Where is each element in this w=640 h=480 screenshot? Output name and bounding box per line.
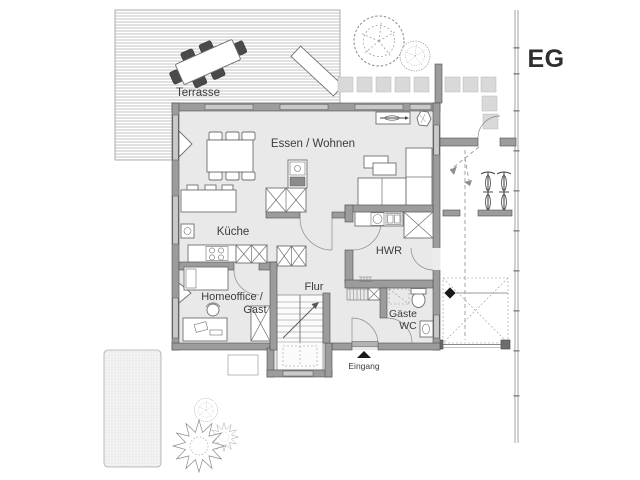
window-east-wc bbox=[433, 314, 440, 339]
cooktop bbox=[205, 246, 229, 261]
entrance-arrow-icon bbox=[357, 351, 371, 358]
utility-tall-cabinet bbox=[403, 211, 434, 239]
living-room-furniture bbox=[357, 110, 433, 206]
kitchen-tall-cabinet bbox=[265, 187, 307, 213]
stepping-stones bbox=[337, 76, 499, 130]
room-label-wc-1: Gäste bbox=[389, 308, 417, 320]
carport-post bbox=[500, 339, 511, 350]
outdoor-dining-set bbox=[169, 39, 247, 88]
path-arrowhead bbox=[450, 166, 457, 175]
room-label-kitchen: Küche bbox=[217, 226, 250, 238]
utility-sink bbox=[385, 213, 402, 225]
room-label-office-2: Gast bbox=[243, 304, 266, 316]
hall-wardrobe bbox=[276, 245, 307, 267]
bar-stool bbox=[186, 184, 199, 191]
entrance-door-swing bbox=[351, 317, 379, 345]
desk bbox=[182, 317, 228, 342]
room-label-living: Essen / Wohnen bbox=[271, 138, 355, 150]
staircase bbox=[276, 294, 324, 371]
interior-walls bbox=[178, 204, 434, 351]
desk-chair bbox=[205, 302, 221, 317]
property-boundary-line bbox=[513, 10, 520, 443]
dining-chair bbox=[208, 131, 223, 141]
car-parking-space bbox=[442, 277, 509, 344]
garden-wall-stub bbox=[434, 63, 443, 104]
outdoor-table bbox=[175, 39, 241, 85]
entrance-label: Eingang bbox=[348, 361, 379, 371]
plant-icon bbox=[416, 110, 432, 127]
kitchen-fittings bbox=[180, 159, 308, 264]
oven-icon bbox=[294, 165, 301, 172]
dining-chair bbox=[225, 131, 240, 141]
dining-set bbox=[206, 131, 256, 181]
carport-divider-wall bbox=[477, 209, 513, 217]
wall-basin bbox=[180, 223, 195, 239]
basin-bowl bbox=[183, 227, 192, 235]
sofa bbox=[357, 147, 433, 206]
kitchen-base-cabinet bbox=[235, 244, 268, 264]
hall-door-swing bbox=[299, 217, 333, 251]
dining-chair bbox=[208, 171, 223, 181]
carport-divider-wall bbox=[442, 209, 461, 217]
window-north bbox=[279, 104, 329, 110]
window-north bbox=[409, 104, 432, 110]
room-label-office-1: Homeoffice / bbox=[201, 291, 263, 303]
windows bbox=[172, 104, 440, 377]
office-wardrobe bbox=[250, 305, 271, 342]
utility-fittings bbox=[354, 211, 434, 282]
room-label-terrace: Terrasse bbox=[176, 87, 220, 99]
room-label-hall: Flur bbox=[305, 281, 324, 293]
window-east-living bbox=[433, 124, 440, 156]
window-stairwell bbox=[282, 370, 314, 377]
light-shaft bbox=[227, 354, 259, 376]
coat-rack bbox=[346, 287, 381, 301]
dining-chair bbox=[241, 171, 256, 181]
coffee-table bbox=[372, 162, 397, 176]
kitchen-counter bbox=[187, 244, 237, 263]
carport-north-wall bbox=[436, 137, 479, 147]
office-door-swing bbox=[233, 269, 260, 296]
stair-direction-line bbox=[282, 304, 317, 339]
window-north bbox=[204, 104, 254, 110]
carport-path-line bbox=[449, 146, 480, 171]
window-north bbox=[354, 104, 404, 110]
window-west-kitchen bbox=[172, 195, 179, 245]
oven-tower bbox=[287, 159, 308, 189]
utility-counter bbox=[354, 211, 404, 227]
radiator-icon bbox=[359, 276, 372, 282]
gravel-patio bbox=[103, 349, 162, 468]
carport-door-swing bbox=[410, 247, 434, 271]
room-label-wc-2: WC bbox=[399, 320, 417, 332]
guest-wc-fittings bbox=[388, 288, 434, 338]
kitchen-island bbox=[180, 189, 237, 213]
dining-chair bbox=[241, 131, 256, 141]
stair-arrowhead bbox=[311, 302, 319, 309]
terrace-door-swing bbox=[178, 129, 193, 159]
door-swings bbox=[233, 217, 434, 347]
guest-bed bbox=[183, 266, 229, 291]
shower-area bbox=[388, 288, 410, 305]
dining-table bbox=[206, 139, 254, 173]
bar-stool bbox=[204, 184, 217, 191]
carport-north-wall bbox=[499, 137, 517, 147]
terrace-door bbox=[172, 114, 179, 161]
window-west-office bbox=[172, 297, 179, 339]
wc-door-swing bbox=[386, 317, 413, 344]
room-label-utility: HWR bbox=[376, 245, 402, 257]
washing-machine-icon bbox=[372, 214, 383, 224]
washbasin-icon bbox=[419, 320, 434, 338]
entrance-door-leaf bbox=[351, 341, 379, 347]
toilet-icon bbox=[410, 288, 427, 308]
floor-label: EG bbox=[527, 45, 564, 73]
office-furniture bbox=[182, 266, 271, 342]
bar-stool bbox=[221, 184, 234, 191]
garden-gate-swing bbox=[477, 115, 501, 139]
dining-chair bbox=[225, 171, 240, 181]
